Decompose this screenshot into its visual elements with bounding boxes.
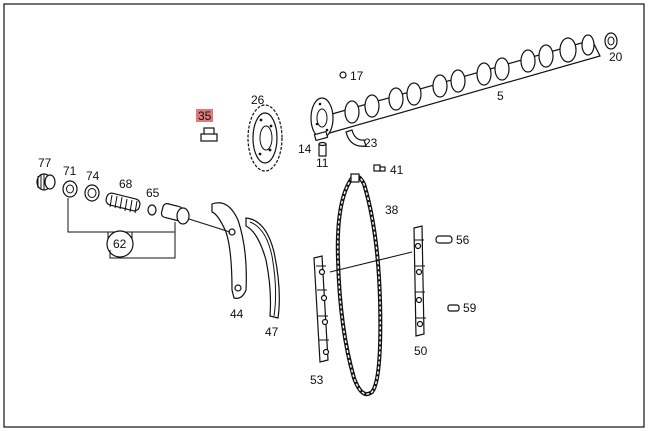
rail-connecting-line (329, 251, 413, 273)
label-65: 65 (146, 186, 160, 200)
label-47: 47 (265, 325, 279, 339)
label-41: 41 (390, 163, 404, 177)
small-ring[interactable] (339, 71, 347, 79)
bearing-pin-59[interactable] (447, 304, 460, 312)
snap-ring[interactable] (147, 204, 157, 216)
label-59: 59 (463, 301, 477, 315)
tensioner-spring[interactable] (105, 192, 141, 214)
label-17: 17 (350, 69, 364, 83)
tensioning-rail[interactable] (211, 202, 247, 299)
label-38: 38 (385, 203, 399, 217)
assembly-bracket-lower (109, 222, 176, 259)
guide-bolt[interactable] (373, 164, 386, 172)
label-50: 50 (414, 344, 428, 358)
tensioner-body[interactable] (160, 203, 190, 225)
label-77: 77 (38, 156, 52, 170)
sealing-ring-71[interactable] (62, 180, 78, 198)
dowel-pin[interactable] (313, 130, 329, 142)
assembly-callout-circle (106, 230, 134, 258)
tensioner-cap[interactable] (36, 173, 56, 191)
slide-rail-47[interactable] (245, 217, 280, 319)
label-20: 20 (609, 50, 623, 64)
label-44: 44 (230, 307, 244, 321)
sealing-ring-74[interactable] (84, 184, 100, 202)
label-74: 74 (86, 169, 100, 183)
label-14: 14 (298, 142, 312, 156)
half-moon-seal[interactable] (345, 129, 367, 147)
label-26: 26 (251, 93, 265, 107)
diagram-border (3, 3, 645, 428)
guide-rail-53[interactable] (313, 255, 330, 363)
label-71: 71 (63, 164, 77, 178)
camshaft[interactable] (310, 34, 601, 139)
label-62: 62 (113, 237, 127, 251)
label-23: 23 (364, 136, 378, 150)
label-11: 11 (316, 156, 329, 170)
guide-pin[interactable] (318, 141, 327, 157)
label-53: 53 (310, 373, 324, 387)
label-35[interactable]: 35 (198, 109, 212, 123)
timing-chain[interactable] (335, 173, 383, 397)
label-56: 56 (456, 233, 470, 247)
label-5: 5 (497, 89, 504, 103)
bearing-pin-56[interactable] (435, 235, 453, 244)
tensioner-to-rail-line (188, 218, 231, 233)
label-68: 68 (119, 177, 133, 191)
label-35-highlight (196, 109, 213, 122)
guide-rail-50[interactable] (413, 225, 426, 337)
end-plug[interactable] (604, 32, 618, 50)
sprocket-bolt[interactable] (200, 127, 218, 142)
camshaft-sprocket[interactable] (247, 104, 283, 172)
